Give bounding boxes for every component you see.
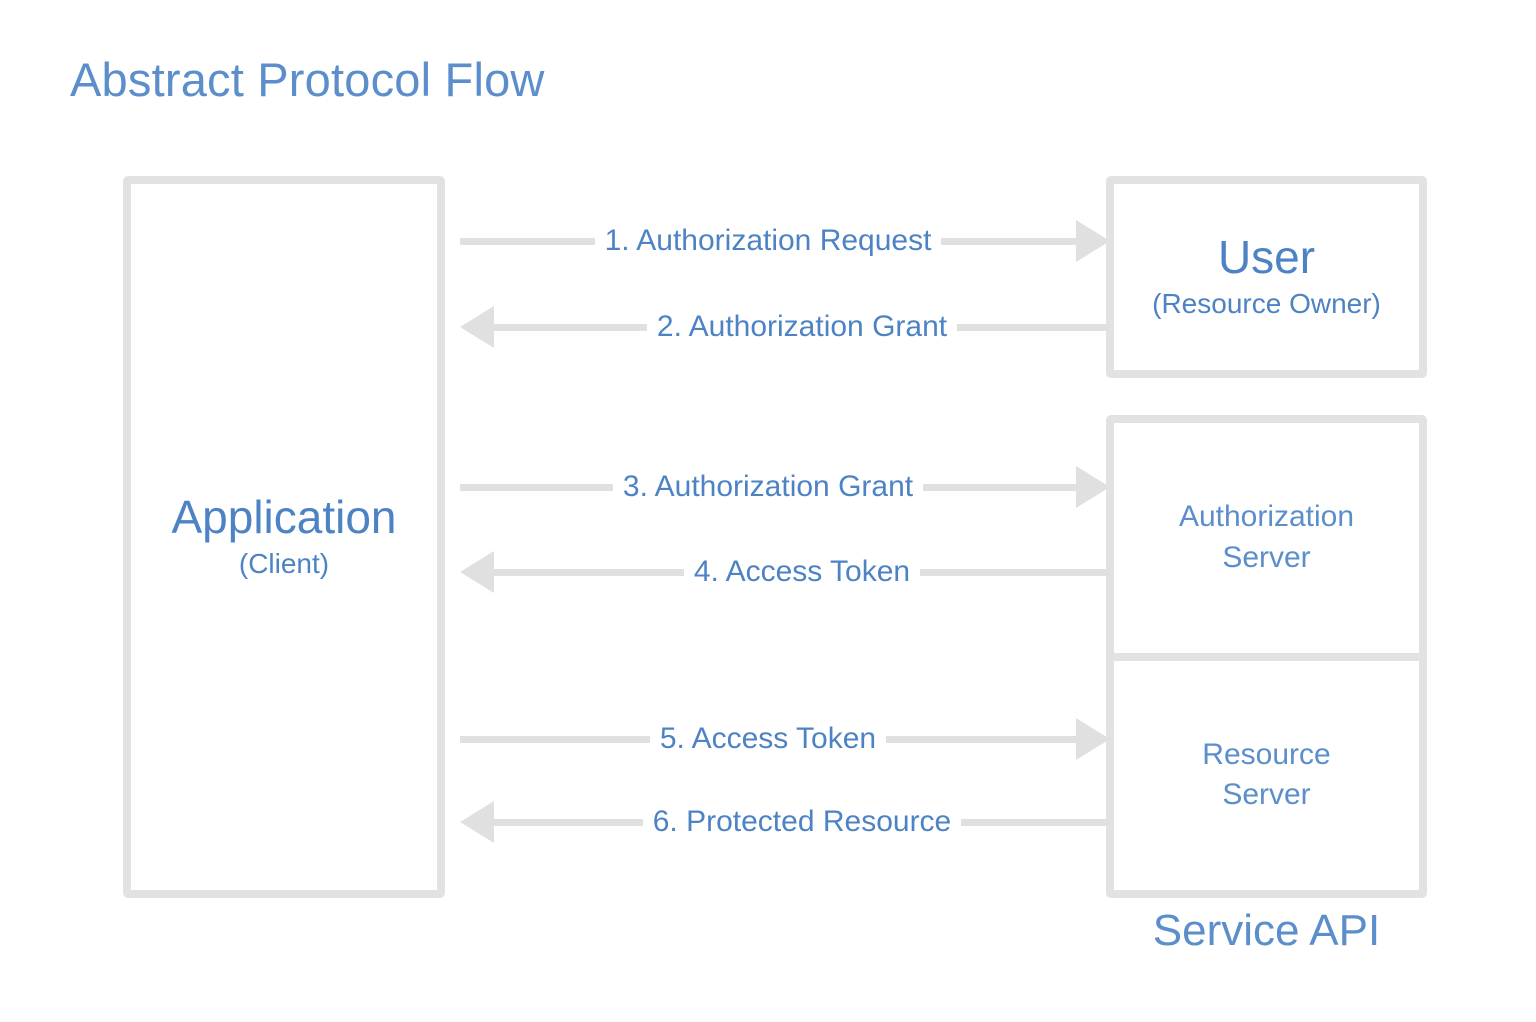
flow-row-4: 4. Access Token <box>460 550 1110 594</box>
node-resource-server-line2: Server <box>1222 778 1311 812</box>
flow-line-left-2 <box>494 323 647 331</box>
node-user: User (Resource Owner) <box>1106 176 1427 378</box>
arrow-left-icon-6 <box>460 801 494 843</box>
flow-label-1: 1. Authorization Request <box>604 224 932 257</box>
node-application-title: Application <box>171 491 397 544</box>
node-application: Application (Client) <box>123 176 445 898</box>
flow-line-right-1 <box>941 237 1077 245</box>
flow-label-2: 2. Authorization Grant <box>656 310 948 343</box>
flow-line-right-3 <box>923 483 1077 491</box>
node-authorization-server: Authorization Server <box>1114 423 1419 661</box>
service-api-caption: Service API <box>1152 906 1381 955</box>
page-title: Abstract Protocol Flow <box>70 53 545 106</box>
node-application-subtitle: (Client) <box>238 547 330 579</box>
flow-row-1: 1. Authorization Request <box>460 219 1111 263</box>
flow-label-5: 5. Access Token <box>659 722 877 755</box>
node-user-subtitle: (Resource Owner) <box>1152 287 1381 319</box>
flow-label-3: 3. Authorization Grant <box>622 470 914 503</box>
arrow-left-icon-4 <box>460 551 494 593</box>
flow-row-2: 2. Authorization Grant <box>460 305 1111 349</box>
arrow-right-icon-1 <box>1076 220 1111 262</box>
flow-row-3: 3. Authorization Grant <box>460 465 1111 509</box>
flow-line-left-6 <box>494 818 643 826</box>
flow-row-5: 5. Access Token <box>460 717 1110 761</box>
arrow-right-icon-5 <box>1076 718 1110 760</box>
node-resource-server-line1: Resource <box>1202 737 1331 771</box>
flow-line-left-4 <box>494 568 684 576</box>
flow-line-left-3 <box>460 483 613 491</box>
arrow-right-icon-3 <box>1076 466 1111 508</box>
flow-label-4: 4. Access Token <box>693 555 911 588</box>
node-user-title: User <box>1217 231 1316 284</box>
flow-row-6: 6. Protected Resource <box>460 800 1110 844</box>
node-service-api-container: Authorization Server Resource Server <box>1106 415 1427 898</box>
flow-line-right-5 <box>886 735 1076 743</box>
flow-line-right-6 <box>961 818 1110 826</box>
node-resource-server: Resource Server <box>1114 661 1419 891</box>
flow-line-left-5 <box>460 735 650 743</box>
flow-line-right-2 <box>957 323 1111 331</box>
flow-label-6: 6. Protected Resource <box>652 805 952 838</box>
flow-line-right-4 <box>920 568 1110 576</box>
node-authorization-server-line1: Authorization <box>1178 500 1355 534</box>
node-authorization-server-line2: Server <box>1222 540 1311 574</box>
arrow-left-icon-2 <box>460 306 494 348</box>
flow-line-left-1 <box>460 237 595 245</box>
